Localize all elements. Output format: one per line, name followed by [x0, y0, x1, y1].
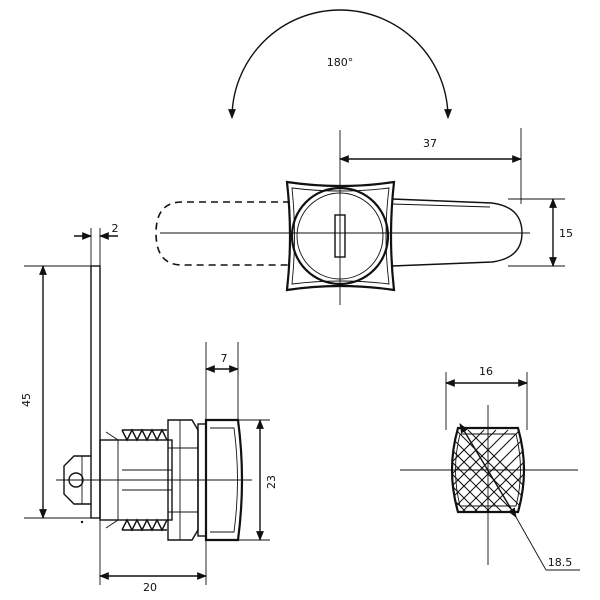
- plate-thickness-label: 2: [112, 222, 119, 235]
- side-view: [56, 265, 252, 542]
- dimension-head-depth: 7: [205, 342, 239, 420]
- thread-top: [121, 428, 168, 442]
- front-view: [155, 130, 530, 305]
- head-depth-label: 7: [221, 352, 228, 365]
- section-width-label: 16: [479, 365, 493, 378]
- cam-alternate-position: [155, 201, 290, 266]
- cam: [391, 198, 523, 267]
- dimension-body-height: 45: [20, 265, 91, 519]
- rotation-indicator: 180°: [228, 9, 452, 119]
- thread-bottom: [121, 518, 168, 532]
- section-diameter-label: 18.5: [548, 556, 573, 569]
- section-outline: [450, 426, 526, 514]
- dimension-section-diameter: 18.5: [459, 423, 580, 571]
- dimension-cam-width: 15: [508, 198, 573, 267]
- dimension-section-width: 16: [445, 365, 528, 430]
- dimension-cam-length: 37: [339, 128, 522, 204]
- body-length-label: 20: [143, 581, 157, 594]
- dimension-plate-thickness: 2: [74, 222, 119, 266]
- cam-width-label: 15: [559, 227, 573, 240]
- mounting-plate: [90, 265, 101, 519]
- dimension-head-height: 23: [238, 419, 278, 541]
- cam-length-label: 37: [423, 137, 437, 150]
- cross-section-view: [400, 405, 578, 565]
- section-hatching: [452, 429, 524, 512]
- square-head: [285, 180, 396, 292]
- head-height-label: 23: [265, 475, 278, 489]
- rotation-label: 180°: [327, 56, 354, 69]
- body-height-label: 45: [20, 393, 33, 407]
- dimension-body-length: 20: [99, 518, 207, 594]
